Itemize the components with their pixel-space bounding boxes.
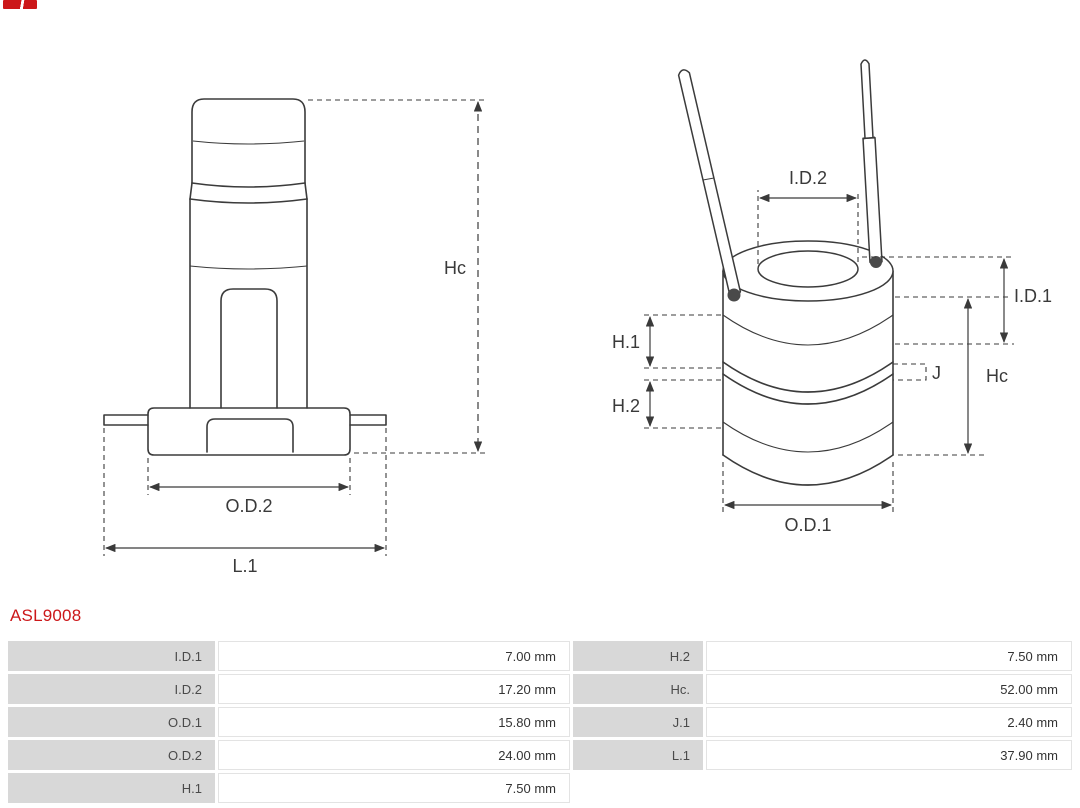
groove-sides: [189, 182, 308, 200]
cylinder-sides: [722, 270, 894, 456]
body-sides: [189, 198, 308, 409]
right-view: I.D.2 I.D.1 Hc H.1: [612, 59, 1052, 535]
dim-l1: L.1: [103, 428, 387, 576]
h2-label: H.2: [612, 396, 640, 416]
dim-key: L.1: [573, 740, 703, 770]
left-view: Hc O.D.2 L.1: [103, 98, 486, 576]
right-wire-end-cap: [870, 256, 882, 268]
groove-bottom-line: [189, 198, 308, 204]
groove-arc-bottom: [722, 373, 894, 405]
dim-key: J.1: [573, 707, 703, 737]
j-label: J: [932, 363, 941, 383]
right-wire-lower: [862, 136, 883, 267]
flange-inner-detail: [206, 418, 294, 453]
dim-key: H.1: [8, 773, 215, 803]
id1-label: I.D.1: [1014, 286, 1052, 306]
groove-top-line: [191, 182, 306, 188]
od2-label: O.D.2: [225, 496, 272, 516]
table-row: H.1 7.50 mm: [8, 773, 1072, 803]
right-pin: [349, 414, 387, 426]
table-row: O.D.2 24.00 mm L.1 37.90 mm: [8, 740, 1072, 770]
technical-drawing: Hc O.D.2 L.1: [103, 59, 1052, 576]
dim-key: H.2: [573, 641, 703, 671]
dim-key: O.D.1: [8, 707, 215, 737]
dim-key: Hc.: [573, 674, 703, 704]
table-row: I.D.2 17.20 mm Hc. 52.00 mm: [8, 674, 1072, 704]
wire-leads: [677, 59, 883, 302]
hc-left-label: Hc: [444, 258, 466, 278]
dim-value: 7.50 mm: [706, 641, 1072, 671]
dim-value: 2.40 mm: [706, 707, 1072, 737]
cylinder-bore: [757, 250, 859, 288]
left-wire-crimp-line: [702, 177, 715, 181]
left-wire: [677, 69, 742, 298]
left-pin: [103, 414, 149, 426]
part-number: ASL9008: [10, 606, 82, 625]
dim-j: J: [893, 363, 941, 383]
hc-right-label: Hc: [986, 366, 1008, 386]
left-wire-end-cap: [727, 288, 741, 302]
dim-h2: H.2: [612, 379, 721, 429]
h1-label: H.1: [612, 332, 640, 352]
dim-value: 52.00 mm: [706, 674, 1072, 704]
band-arc-2: [722, 421, 894, 453]
dim-value: 17.20 mm: [218, 674, 570, 704]
od1-label: O.D.1: [784, 515, 831, 535]
dim-h1: H.1: [612, 314, 721, 369]
band-arc-1: [722, 314, 894, 346]
dim-value: 24.00 mm: [218, 740, 570, 770]
dim-value: 37.90 mm: [706, 740, 1072, 770]
dim-hc-left: Hc: [308, 99, 486, 454]
body-mid-line: [189, 265, 308, 270]
cylinder-bottom-arc: [722, 454, 894, 486]
shaft-top-cap: [191, 98, 306, 184]
dim-key: I.D.2: [8, 674, 215, 704]
dim-od1: O.D.1: [722, 462, 894, 535]
dimensions-table: I.D.1 7.00 mm H.2 7.50 mm I.D.2 17.20 mm…: [8, 641, 1072, 806]
cap-line: [192, 140, 305, 145]
dim-hc-right: Hc: [895, 296, 1012, 456]
body-slot: [220, 288, 278, 409]
dim-value: 7.50 mm: [218, 773, 570, 803]
right-wire-upper: [860, 59, 874, 139]
right-wire-crimp-line: [862, 136, 876, 140]
dim-value: 7.00 mm: [218, 641, 570, 671]
slip-ring-cylinder: [722, 240, 894, 486]
table-row: I.D.1 7.00 mm H.2 7.50 mm: [8, 641, 1072, 671]
base-flange: [147, 407, 351, 456]
slip-ring-side-outline: [103, 98, 387, 456]
dim-value: 15.80 mm: [218, 707, 570, 737]
dim-id2: I.D.2: [757, 168, 859, 264]
dim-key: O.D.2: [8, 740, 215, 770]
groove-arc-top: [722, 361, 894, 393]
dim-od2: O.D.2: [147, 458, 351, 516]
table-row: O.D.1 15.80 mm J.1 2.40 mm: [8, 707, 1072, 737]
dim-key: I.D.1: [8, 641, 215, 671]
dim-id1: I.D.1: [862, 256, 1052, 345]
j-callout-bracket: [893, 363, 927, 381]
id2-label: I.D.2: [789, 168, 827, 188]
brand-logo-mark: [3, 0, 37, 9]
l1-label: L.1: [232, 556, 257, 576]
